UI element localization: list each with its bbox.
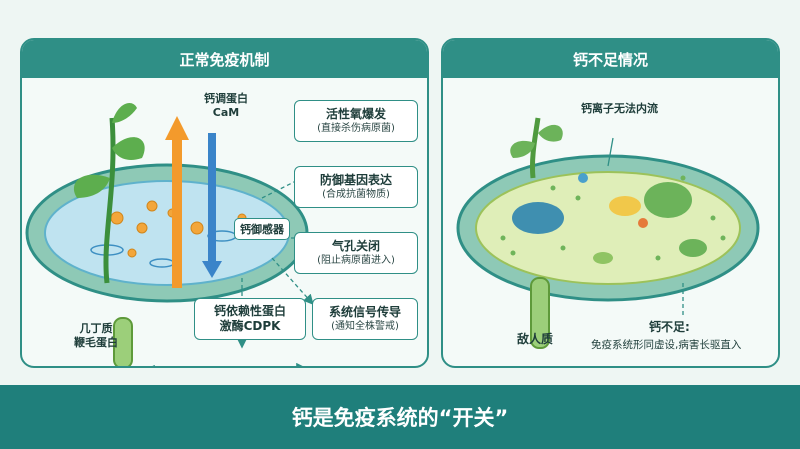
stomata-close-box: 气孔关闭(阻止病原菌进入) (294, 232, 418, 274)
calcium-ion (136, 222, 148, 234)
deficient-cell-diagram (456, 117, 760, 349)
normal-immunity-panel: 正常免疫机制 (20, 38, 429, 368)
particles (500, 175, 726, 261)
plant-leaf (73, 174, 110, 198)
pathogen-tube (530, 277, 550, 349)
cdpk-box: 钙依赖性蛋白激酶CDPK (194, 298, 306, 340)
deficiency-description: 免疫系统形同虚设,病害长驱直入 (591, 339, 742, 351)
nucleus (512, 202, 564, 234)
stoma-tube (113, 317, 133, 366)
plant-leaf (112, 103, 137, 123)
left-panel-title: 正常免疫机制 (22, 40, 427, 78)
organelle (638, 218, 648, 228)
chloroplast (644, 182, 692, 218)
calcium-ion (190, 221, 204, 235)
pathogen-label: 敌人质 (517, 332, 554, 346)
systemic-signal-box: 系统信号传导(通知全株警戒) (312, 298, 418, 340)
calcium-ion (146, 200, 158, 212)
ros-burst-box: 活性氧爆发(直接杀伤病原菌) (294, 100, 418, 142)
organelle (679, 239, 707, 257)
right-panel-title: 钙不足情况 (443, 40, 778, 78)
connector-stoma (271, 257, 314, 305)
calcium-deficiency-panel: 钙不足情况 钙离子无法内流 敌人质 钙不足: 免疫系统形同虚设,病害长驱直入 (441, 38, 780, 368)
ca-up-arrow-shaft (172, 138, 182, 288)
cam-down-arrow-shaft (208, 133, 216, 263)
organelle (593, 252, 613, 264)
connector-ros (261, 171, 315, 199)
plant-stem (103, 117, 116, 284)
cam-down-arrow-head (202, 261, 222, 278)
calcium-ion (110, 211, 124, 225)
defense-gene-box: 防御基因表达(合成抗菌物质) (294, 166, 418, 208)
deficiency-title: 钙不足: (649, 320, 690, 334)
plant-stem (530, 117, 541, 179)
plant-leaf (538, 124, 563, 142)
organelle (609, 196, 641, 216)
influx-label: 钙离子无法内流 (581, 102, 658, 115)
organelle (578, 173, 588, 183)
elicitor-label: 几丁质 鞭毛蛋白 (74, 322, 118, 349)
cytoplasm (475, 171, 741, 285)
calcium-ion (127, 248, 137, 258)
footer-banner: 钙是免疫系统的“开关” (0, 385, 800, 449)
calmodulin-label: 钙调蛋白 CaM (204, 92, 248, 119)
influx-pointer (607, 137, 614, 167)
plant-leaf (510, 140, 535, 158)
plant-leaf (112, 137, 145, 160)
calcium-sensor-tag: 钙御感器 (234, 218, 290, 240)
ca-up-arrow-head (165, 116, 189, 140)
